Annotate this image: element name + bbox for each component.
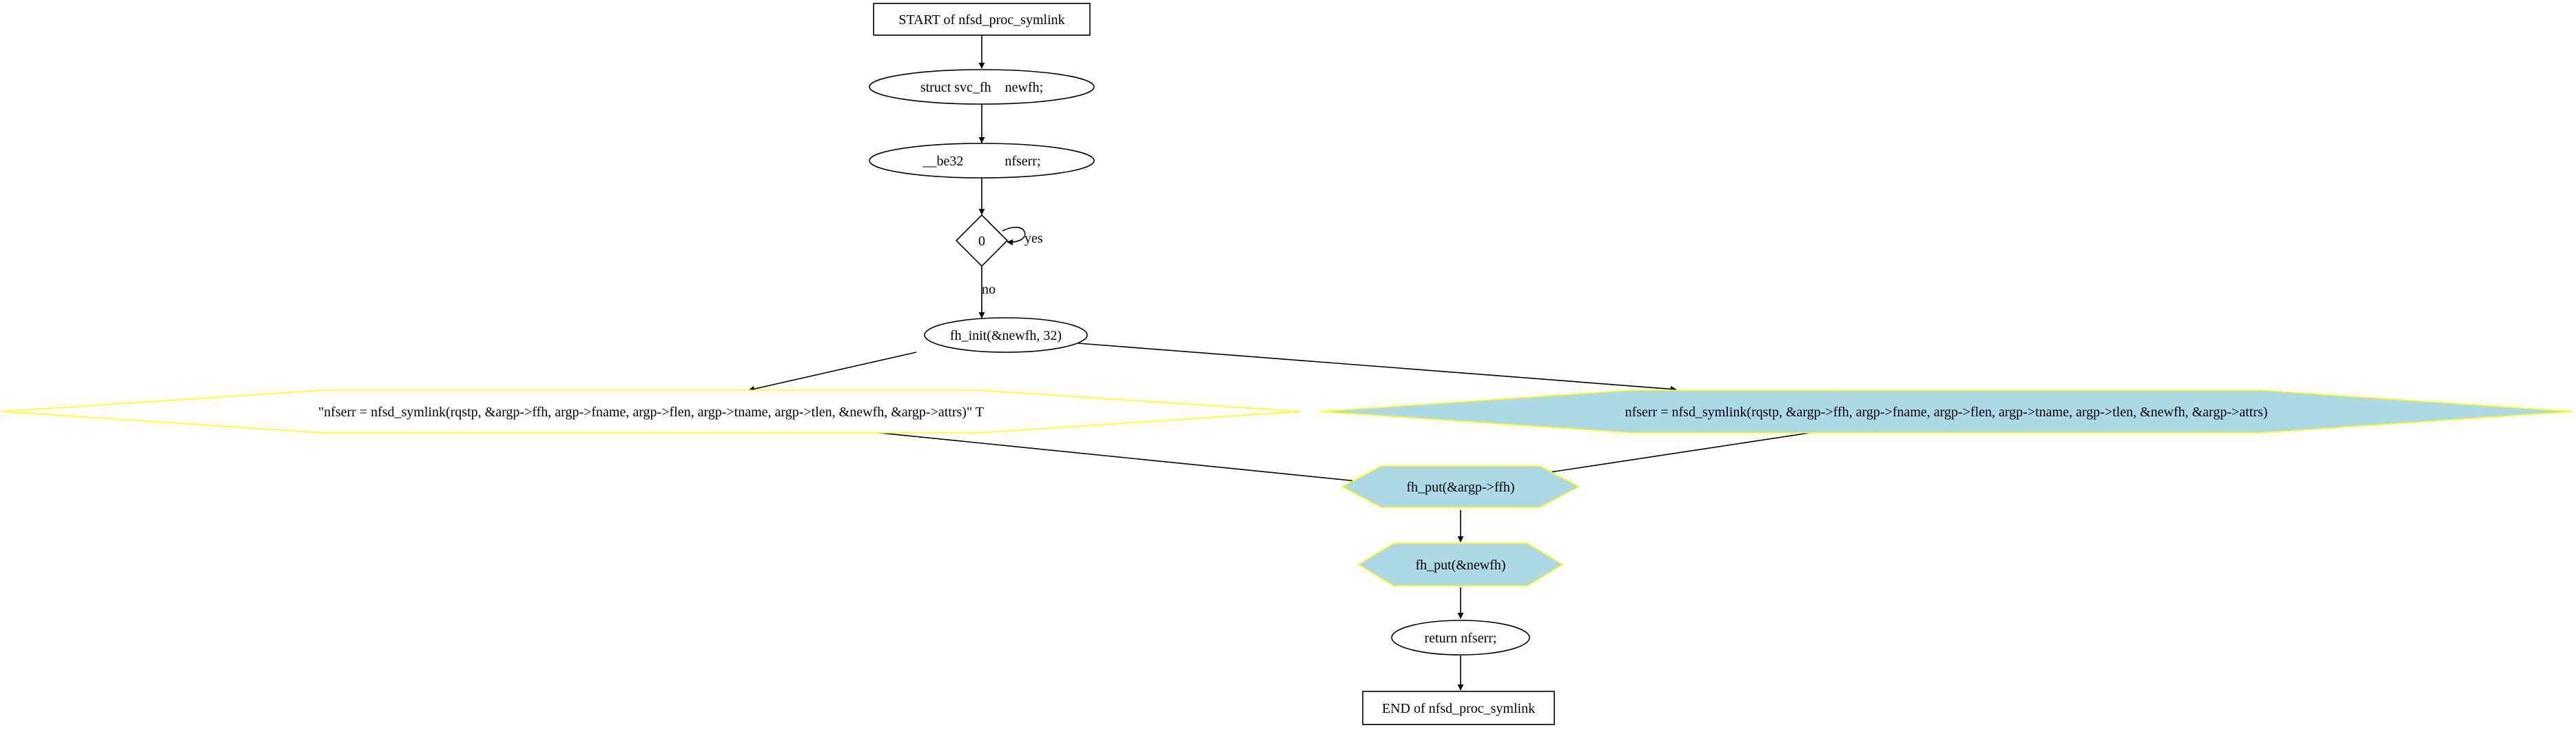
node-fh-put-ffh-hexagon [1341,465,1580,508]
node-start: START of nfsd_proc_symlink [873,3,1091,36]
edge-label-yes: yes [1024,231,1043,246]
node-symlink-true-label: nfserr = nfsd_symlink(rqstp, &argp->ffh,… [1625,405,2268,420]
node-fh-init-ellipse [924,317,1088,353]
node-symlink-false-label: "nfserr = nfsd_symlink(rqstp, &argp->ffh… [318,405,984,420]
edge-cond-loop-yes [1002,226,1026,246]
node-decl-newfh: struct svc_fh newfh; [869,69,1095,105]
node-end-label: END of nfsd_proc_symlink [1382,701,1535,716]
node-decl-newfh-label: struct svc_fh newfh; [920,80,1043,95]
node-decl-nfserr: __be32 nfserr; [869,143,1095,179]
node-decl-nfserr-label: __be32 nfserr; [922,154,1040,169]
edge-fh-init-to-symlink-false [748,352,917,392]
node-symlink-false: "nfserr = nfsd_symlink(rqstp, &argp->ffh… [1,389,1301,434]
node-end: END of nfsd_proc_symlink [1362,691,1555,725]
node-fh-put-ffh: fh_put(&argp->ffh) [1341,465,1580,508]
node-cond-label: 0 [978,234,985,249]
node-fh-put-newfh: fh_put(&newfh) [1357,543,1564,587]
node-start-label: START of nfsd_proc_symlink [898,12,1064,28]
node-return: return nfserr; [1391,620,1530,656]
node-decl-newfh-ellipse [869,69,1095,105]
edge-symlink-true-to-fh-put-ffh [1536,432,1815,477]
node-return-ellipse [1391,620,1530,656]
node-fh-put-newfh-label: fh_put(&newfh) [1415,558,1505,573]
node-symlink-true: nfserr = nfsd_symlink(rqstp, &argp->ffh,… [1320,389,2573,434]
edge-label-no: no [982,282,996,297]
edge-fh-init-to-symlink-true [1078,343,1677,392]
node-fh-init-label: fh_init(&newfh, 32) [950,328,1062,343]
node-symlink-false-hexagon [1,389,1301,434]
node-symlink-true-hexagon [1320,389,2573,434]
node-fh-init: fh_init(&newfh, 32) [924,317,1088,353]
node-start-box [873,3,1091,36]
node-end-box [1362,691,1555,725]
node-cond: 0 [955,214,1009,267]
edges: yes no [748,35,1815,691]
node-fh-put-newfh-hexagon [1357,543,1564,587]
node-cond-diamond [955,214,1009,267]
node-return-label: return nfserr; [1425,631,1497,646]
node-fh-put-ffh-label: fh_put(&argp->ffh) [1406,480,1514,495]
node-decl-nfserr-ellipse [869,143,1095,179]
edge-symlink-false-to-fh-put-ffh [872,432,1365,485]
